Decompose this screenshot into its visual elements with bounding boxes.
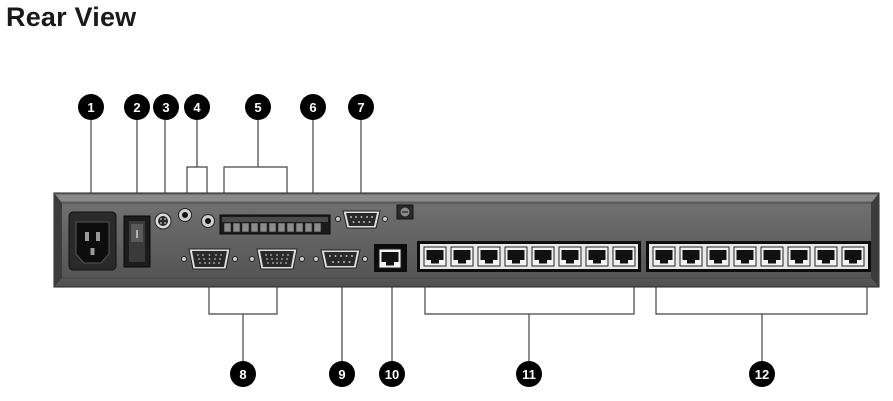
- callout-10: 10: [379, 361, 405, 387]
- callout-6: 6: [300, 94, 326, 120]
- callout-11: 11: [516, 361, 542, 387]
- rocker-switch-icon: [124, 216, 150, 267]
- callout-4: 4: [184, 94, 210, 120]
- svg-text:12: 12: [755, 367, 769, 382]
- rj45-port-icon: [761, 247, 783, 266]
- rj45-port-icon: [478, 247, 500, 266]
- rj45-port-icon: [653, 247, 675, 266]
- rj45-port-icon: [559, 247, 581, 266]
- callout-7: 7: [348, 94, 374, 120]
- svg-text:7: 7: [357, 100, 364, 115]
- svg-text:10: 10: [385, 367, 399, 382]
- svg-text:8: 8: [239, 367, 246, 382]
- audio-jack-icon: [202, 215, 215, 228]
- rj45-port-group: [417, 241, 641, 272]
- rj45-port-group: [646, 241, 871, 272]
- rj45-port-icon: [734, 247, 756, 266]
- device-body: [54, 193, 879, 287]
- grounding-screw-icon: [397, 205, 413, 219]
- callout-5: 5: [245, 94, 271, 120]
- svg-text:1: 1: [87, 100, 94, 115]
- rj45-port-icon: [424, 247, 446, 266]
- svg-text:3: 3: [162, 100, 169, 115]
- rj45-port-icon: [707, 247, 729, 266]
- audio-jack-icon: [179, 209, 192, 222]
- svg-text:2: 2: [133, 100, 140, 115]
- power-socket-icon: [69, 212, 116, 270]
- callout-1: 1: [78, 94, 104, 120]
- svg-text:11: 11: [522, 367, 536, 382]
- callout-12: 12: [749, 361, 775, 387]
- terminal-block-icon: [220, 215, 330, 234]
- callout-8: 8: [230, 361, 256, 387]
- rj45-port-icon: [586, 247, 608, 266]
- rj45-port-icon: [374, 244, 407, 272]
- callout-9: 9: [329, 361, 355, 387]
- callout-3: 3: [153, 94, 179, 120]
- rj45-port-icon: [680, 247, 702, 266]
- rj45-port-icon: [815, 247, 837, 266]
- svg-text:5: 5: [254, 100, 261, 115]
- rj45-port-icon: [788, 247, 810, 266]
- rj45-port-icon: [842, 247, 864, 266]
- rj45-port-icon: [613, 247, 635, 266]
- rj45-port-icon: [451, 247, 473, 266]
- rj45-port-icon: [505, 247, 527, 266]
- svg-text:9: 9: [338, 367, 345, 382]
- svg-text:6: 6: [309, 100, 316, 115]
- callout-2: 2: [124, 94, 150, 120]
- svg-text:4: 4: [193, 100, 201, 115]
- ps2-port-icon: [155, 213, 171, 229]
- rj45-port-icon: [532, 247, 554, 266]
